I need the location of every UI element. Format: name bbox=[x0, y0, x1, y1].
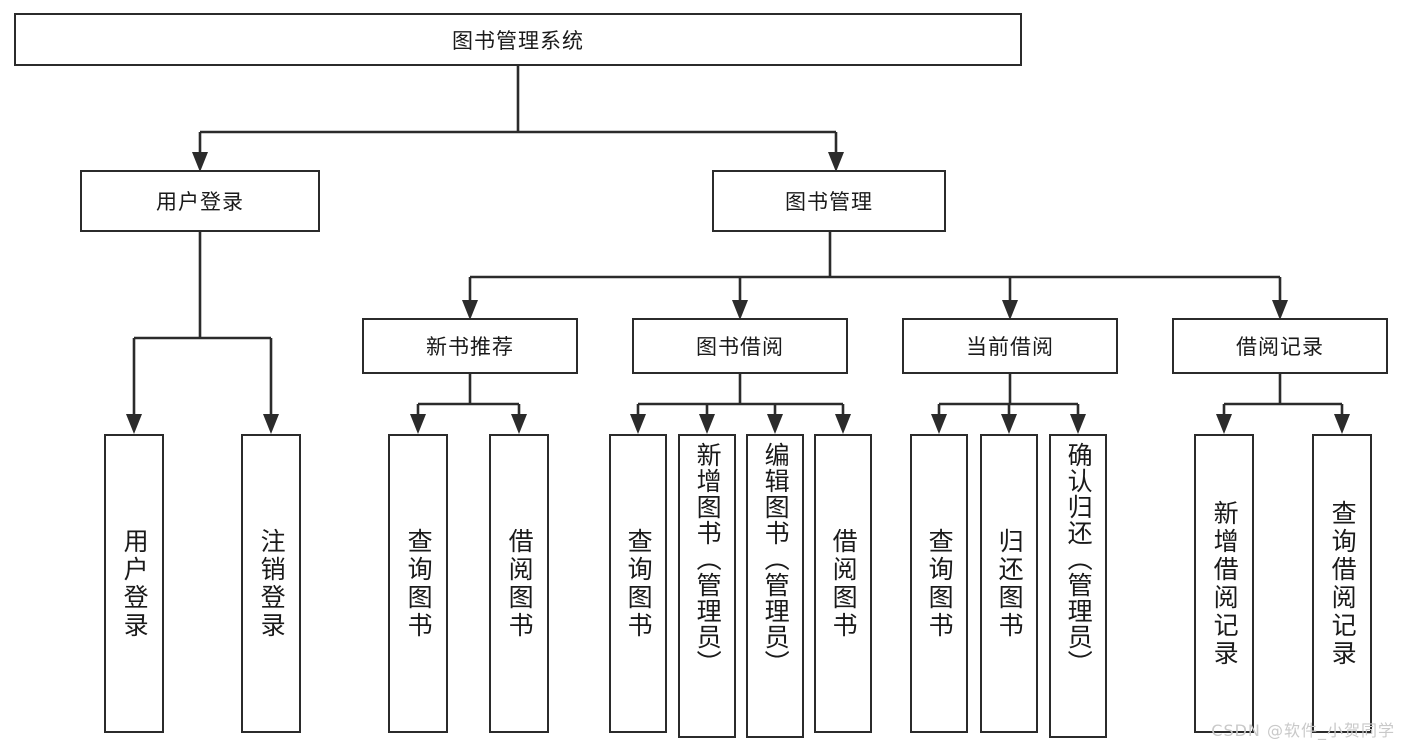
node-book-borrow-label: 图书借阅 bbox=[696, 335, 784, 359]
node-root-label: 图书管理系统 bbox=[452, 28, 584, 53]
node-leaf-user-login-label: 用户登录 bbox=[120, 527, 150, 640]
arrow-leaf-add-record bbox=[1216, 414, 1232, 434]
node-leaf-borrow-book[interactable]: 借阅图书 bbox=[814, 434, 872, 733]
node-book-management[interactable]: 图书管理 bbox=[712, 170, 946, 232]
node-user-login[interactable]: 用户登录 bbox=[80, 170, 320, 232]
arrow-leaf-return-book bbox=[1001, 414, 1017, 434]
arrow-leaf-borrow-book-rec bbox=[511, 414, 527, 434]
arrow-new-book-recommend bbox=[462, 300, 478, 320]
node-leaf-query-book-current[interactable]: 查询图书 bbox=[910, 434, 968, 733]
node-leaf-query-book-rec[interactable]: 查询图书 bbox=[388, 434, 448, 733]
node-leaf-return-book-label: 归还图书 bbox=[995, 527, 1025, 640]
arrow-book-borrow bbox=[732, 300, 748, 320]
node-root[interactable]: 图书管理系统 bbox=[14, 13, 1022, 66]
node-book-borrow[interactable]: 图书借阅 bbox=[632, 318, 848, 374]
arrow-leaf-borrow-book bbox=[835, 414, 851, 434]
arrow-leaf-query-book-borrow bbox=[630, 414, 646, 434]
node-leaf-edit-book[interactable]: 编辑图书（管理员） bbox=[746, 434, 804, 738]
node-leaf-borrow-book-rec-label: 借阅图书 bbox=[505, 527, 535, 640]
arrow-leaf-query-book-rec bbox=[410, 414, 426, 434]
node-leaf-query-book-borrow-label: 查询图书 bbox=[624, 527, 654, 640]
node-leaf-logout-label: 注销登录 bbox=[257, 527, 287, 640]
arrow-leaf-add-book bbox=[699, 414, 715, 434]
node-current-borrow-label: 当前借阅 bbox=[966, 335, 1054, 359]
node-borrow-records[interactable]: 借阅记录 bbox=[1172, 318, 1388, 374]
node-leaf-add-book-label: 新增图书（管理员） bbox=[693, 442, 723, 676]
arrow-leaf-edit-book bbox=[767, 414, 783, 434]
node-leaf-edit-book-label: 编辑图书（管理员） bbox=[761, 442, 791, 676]
node-leaf-query-book-rec-label: 查询图书 bbox=[404, 527, 434, 640]
node-leaf-user-login[interactable]: 用户登录 bbox=[104, 434, 164, 733]
node-leaf-return-book[interactable]: 归还图书 bbox=[980, 434, 1038, 733]
arrow-leaf-query-record bbox=[1334, 414, 1350, 434]
node-leaf-query-book-current-label: 查询图书 bbox=[925, 527, 955, 640]
arrow-leaf-query-book-current bbox=[931, 414, 947, 434]
watermark-text: CSDN @软件_小贺同学 bbox=[1211, 721, 1395, 740]
node-leaf-add-record[interactable]: 新增借阅记录 bbox=[1194, 434, 1254, 733]
node-leaf-confirm-return-label: 确认归还（管理员） bbox=[1064, 442, 1094, 676]
arrow-leaf-confirm-return bbox=[1070, 414, 1086, 434]
node-current-borrow[interactable]: 当前借阅 bbox=[902, 318, 1118, 374]
node-new-book-recommend-label: 新书推荐 bbox=[426, 335, 514, 359]
arrow-leaf-user-login bbox=[126, 414, 142, 434]
node-leaf-add-book[interactable]: 新增图书（管理员） bbox=[678, 434, 736, 738]
node-leaf-query-book-borrow[interactable]: 查询图书 bbox=[609, 434, 667, 733]
node-leaf-logout[interactable]: 注销登录 bbox=[241, 434, 301, 733]
node-borrow-records-label: 借阅记录 bbox=[1236, 335, 1324, 359]
node-leaf-add-record-label: 新增借阅记录 bbox=[1210, 499, 1240, 668]
arrow-user-login bbox=[192, 152, 208, 172]
node-new-book-recommend[interactable]: 新书推荐 bbox=[362, 318, 578, 374]
node-leaf-borrow-book-label: 借阅图书 bbox=[829, 527, 859, 640]
arrow-current-borrow bbox=[1002, 300, 1018, 320]
node-user-login-label: 用户登录 bbox=[156, 190, 244, 214]
node-book-management-label: 图书管理 bbox=[785, 190, 873, 214]
arrow-borrow-records bbox=[1272, 300, 1288, 320]
arrow-leaf-logout bbox=[263, 414, 279, 434]
node-leaf-query-record-label: 查询借阅记录 bbox=[1328, 499, 1358, 668]
node-leaf-borrow-book-rec[interactable]: 借阅图书 bbox=[489, 434, 549, 733]
arrow-book-management bbox=[828, 152, 844, 172]
node-leaf-confirm-return[interactable]: 确认归还（管理员） bbox=[1049, 434, 1107, 738]
node-leaf-query-record[interactable]: 查询借阅记录 bbox=[1312, 434, 1372, 733]
